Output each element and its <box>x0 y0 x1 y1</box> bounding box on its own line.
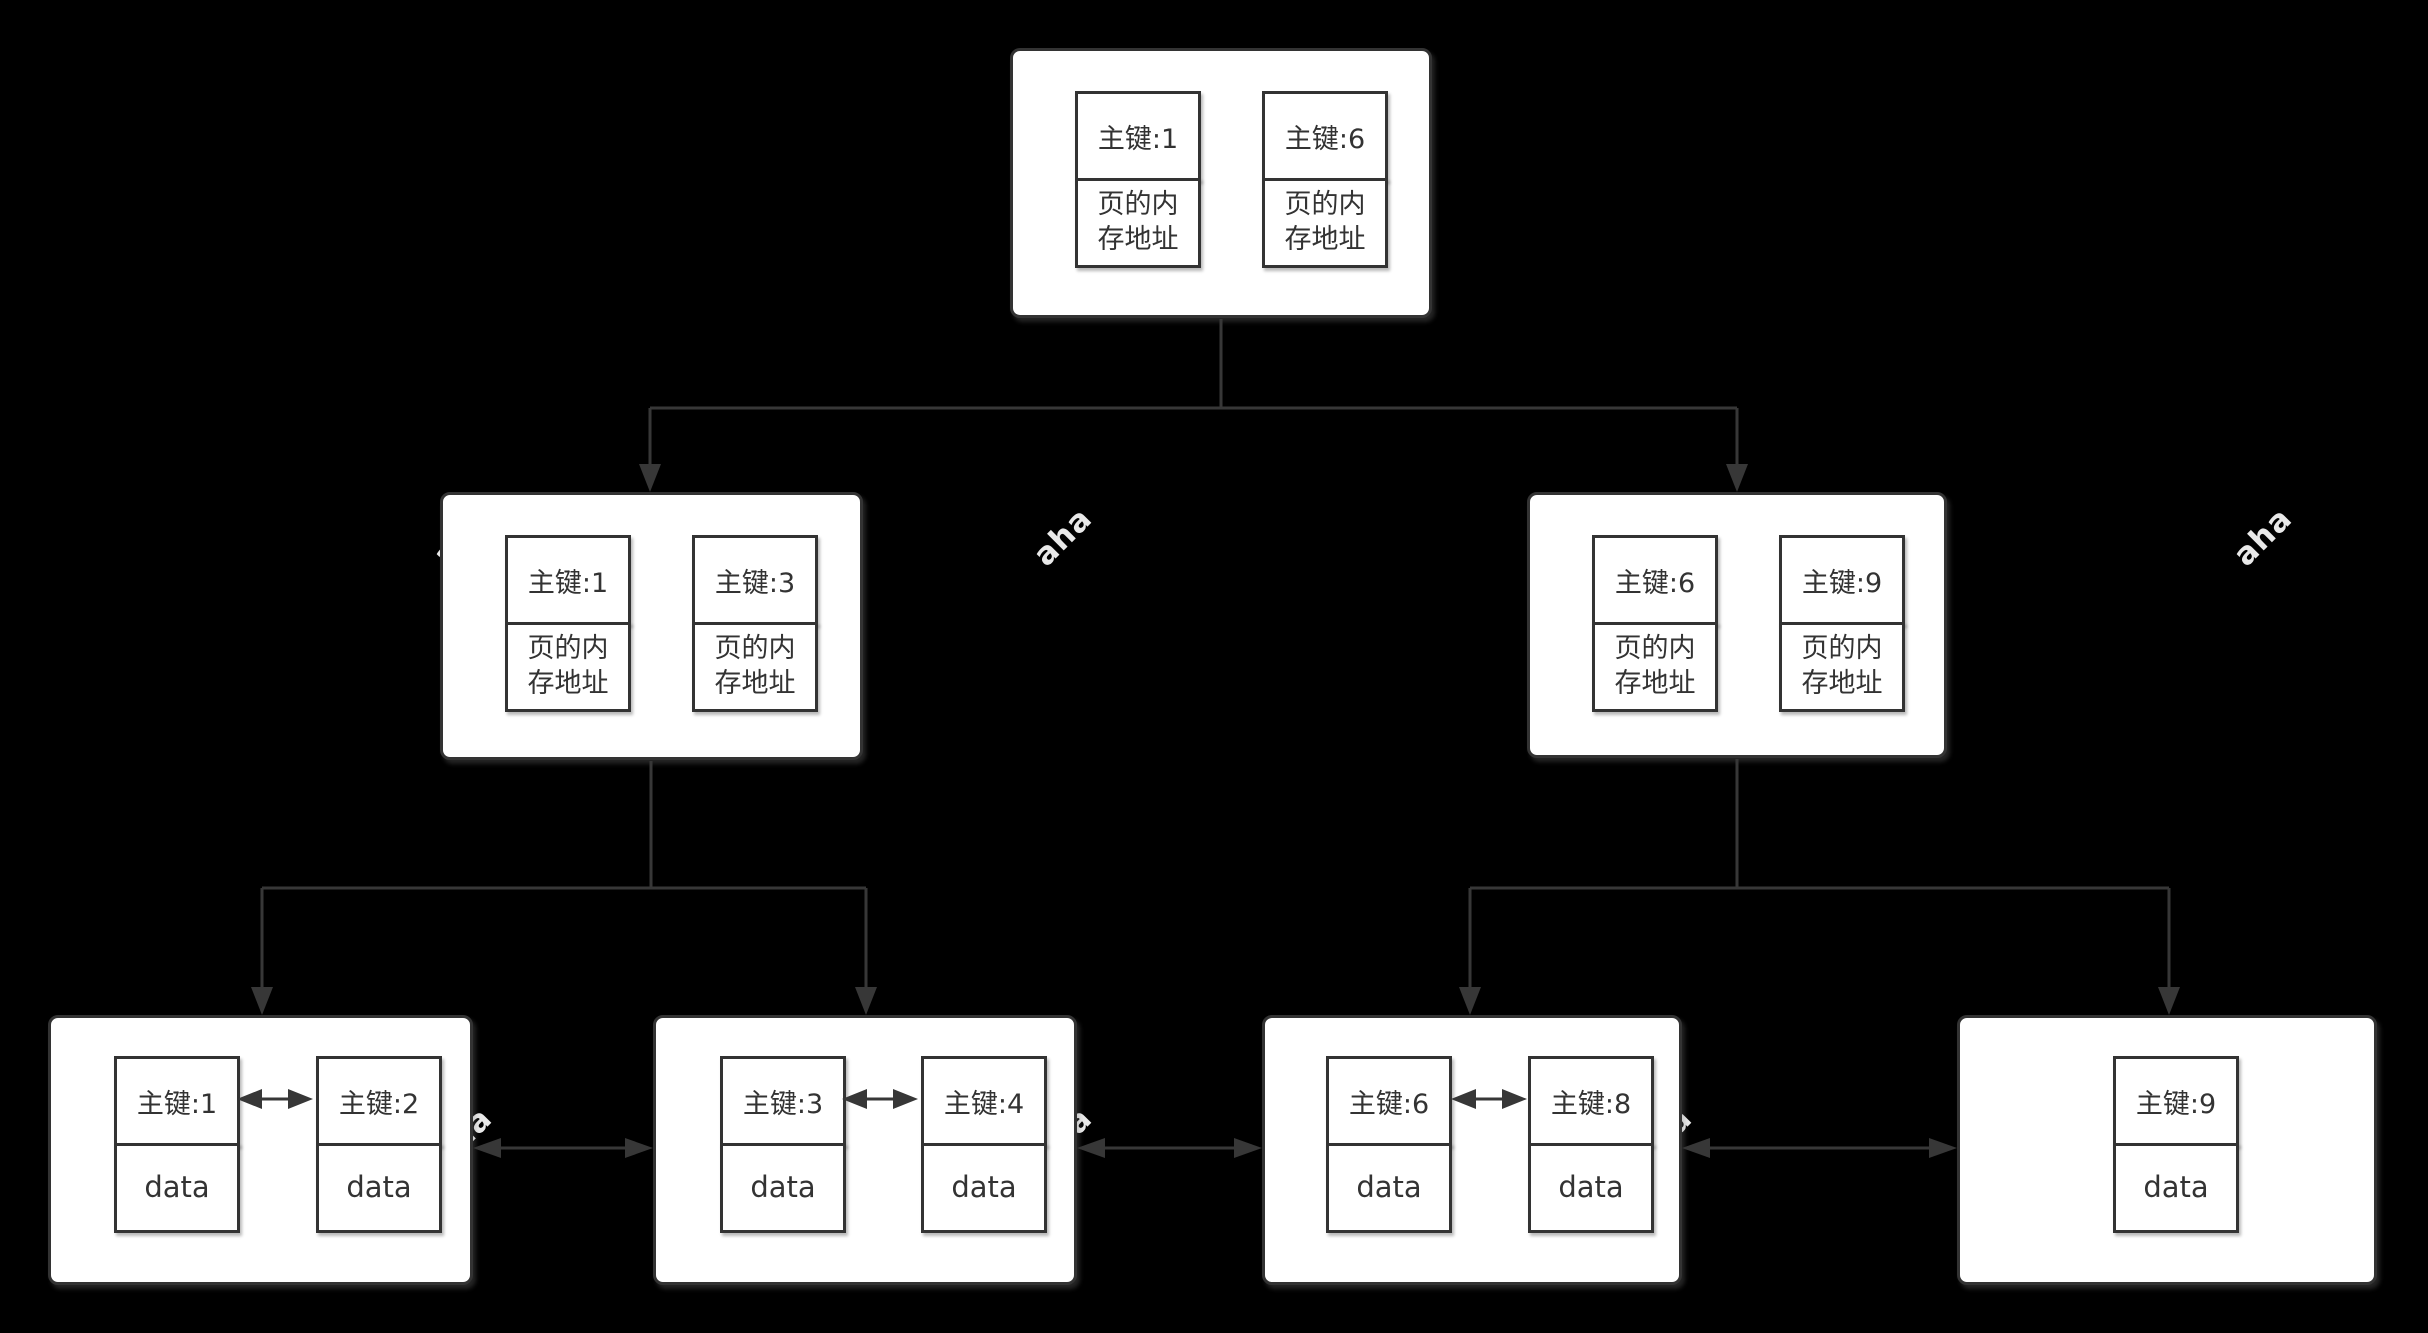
key-pointer-pair: 主键:3 页的内存地址 <box>692 535 818 712</box>
record-pair: 主键:4 data <box>921 1056 1047 1233</box>
primary-key-cell: 主键:8 <box>1528 1056 1654 1146</box>
record-pair: 主键:3 data <box>720 1056 846 1233</box>
internal-right-to-leaves-connector <box>1459 759 2180 1015</box>
btree-internal-node-right: 主键:6 页的内存地址 主键:9 页的内存地址 <box>1527 492 1947 758</box>
record-pair: 主键:6 data <box>1326 1056 1452 1233</box>
page-address-cell: 页的内存地址 <box>505 622 631 712</box>
primary-key-cell: 主键:1 <box>505 535 631 625</box>
btree-root-node: 主键:1 页的内存地址 主键:6 页的内存地址 <box>1010 48 1432 318</box>
btree-leaf-node-2: 主键:3 data 主键:4 data <box>653 1015 1077 1285</box>
data-cell: data <box>114 1143 240 1233</box>
primary-key-cell: 主键:6 <box>1326 1056 1452 1146</box>
record-pair: 主键:2 data <box>316 1056 442 1233</box>
arrowhead-right-icon <box>625 1138 653 1158</box>
key-pointer-pair: 主键:6 页的内存地址 <box>1592 535 1718 712</box>
primary-key-cell: 主键:3 <box>692 535 818 625</box>
arrowhead-down-icon <box>251 987 273 1015</box>
leaf3-leaf4-double-arrow <box>1682 1138 1957 1158</box>
arrowhead-down-icon <box>1726 464 1748 492</box>
watermark-aha: aha <box>1026 500 1100 574</box>
arrowhead-down-icon <box>855 987 877 1015</box>
data-cell: data <box>316 1143 442 1233</box>
page-address-cell: 页的内存地址 <box>1075 178 1201 268</box>
record-pair: 主键:9 data <box>2113 1056 2239 1233</box>
arrowhead-down-icon <box>1459 987 1481 1015</box>
data-cell: data <box>2113 1143 2239 1233</box>
internal-left-to-leaves-connector <box>251 761 877 1015</box>
record-pair: 主键:1 data <box>114 1056 240 1233</box>
leaf2-leaf3-double-arrow <box>1077 1138 1262 1158</box>
page-address-cell: 页的内存地址 <box>1779 622 1905 712</box>
page-address-cell: 页的内存地址 <box>1592 622 1718 712</box>
btree-leaf-node-3: 主键:6 data 主键:8 data <box>1262 1015 1682 1285</box>
key-pointer-pair: 主键:9 页的内存地址 <box>1779 535 1905 712</box>
primary-key-cell: 主键:9 <box>1779 535 1905 625</box>
key-pointer-pair: 主键:1 页的内存地址 <box>505 535 631 712</box>
leaf1-leaf2-double-arrow <box>473 1138 653 1158</box>
data-cell: data <box>720 1143 846 1233</box>
btree-leaf-node-4: 主键:9 data <box>1957 1015 2377 1285</box>
arrowhead-right-icon <box>1929 1138 1957 1158</box>
btree-leaf-node-1: 主键:1 data 主键:2 data <box>48 1015 473 1285</box>
data-cell: data <box>921 1143 1047 1233</box>
key-pointer-pair: 主键:1 页的内存地址 <box>1075 91 1201 268</box>
primary-key-cell: 主键:3 <box>720 1056 846 1146</box>
primary-key-cell: 主键:1 <box>114 1056 240 1146</box>
primary-key-cell: 主键:6 <box>1592 535 1718 625</box>
data-cell: data <box>1326 1143 1452 1233</box>
primary-key-cell: 主键:4 <box>921 1056 1047 1146</box>
data-cell: data <box>1528 1143 1654 1233</box>
btree-internal-node-left: 主键:1 页的内存地址 主键:3 页的内存地址 <box>440 492 863 760</box>
page-address-cell: 页的内存地址 <box>692 622 818 712</box>
primary-key-cell: 主键:6 <box>1262 91 1388 181</box>
primary-key-cell: 主键:1 <box>1075 91 1201 181</box>
page-address-cell: 页的内存地址 <box>1262 178 1388 268</box>
watermark-aha: aha <box>2226 500 2300 574</box>
arrowhead-down-icon <box>639 464 661 492</box>
arrowhead-right-icon <box>1234 1138 1262 1158</box>
primary-key-cell: 主键:2 <box>316 1056 442 1146</box>
record-pair: 主键:8 data <box>1528 1056 1654 1233</box>
arrowhead-down-icon <box>2158 987 2180 1015</box>
root-to-internal-connector <box>639 319 1748 492</box>
arrowhead-left-icon <box>1682 1138 1710 1158</box>
key-pointer-pair: 主键:6 页的内存地址 <box>1262 91 1388 268</box>
primary-key-cell: 主键:9 <box>2113 1056 2239 1146</box>
